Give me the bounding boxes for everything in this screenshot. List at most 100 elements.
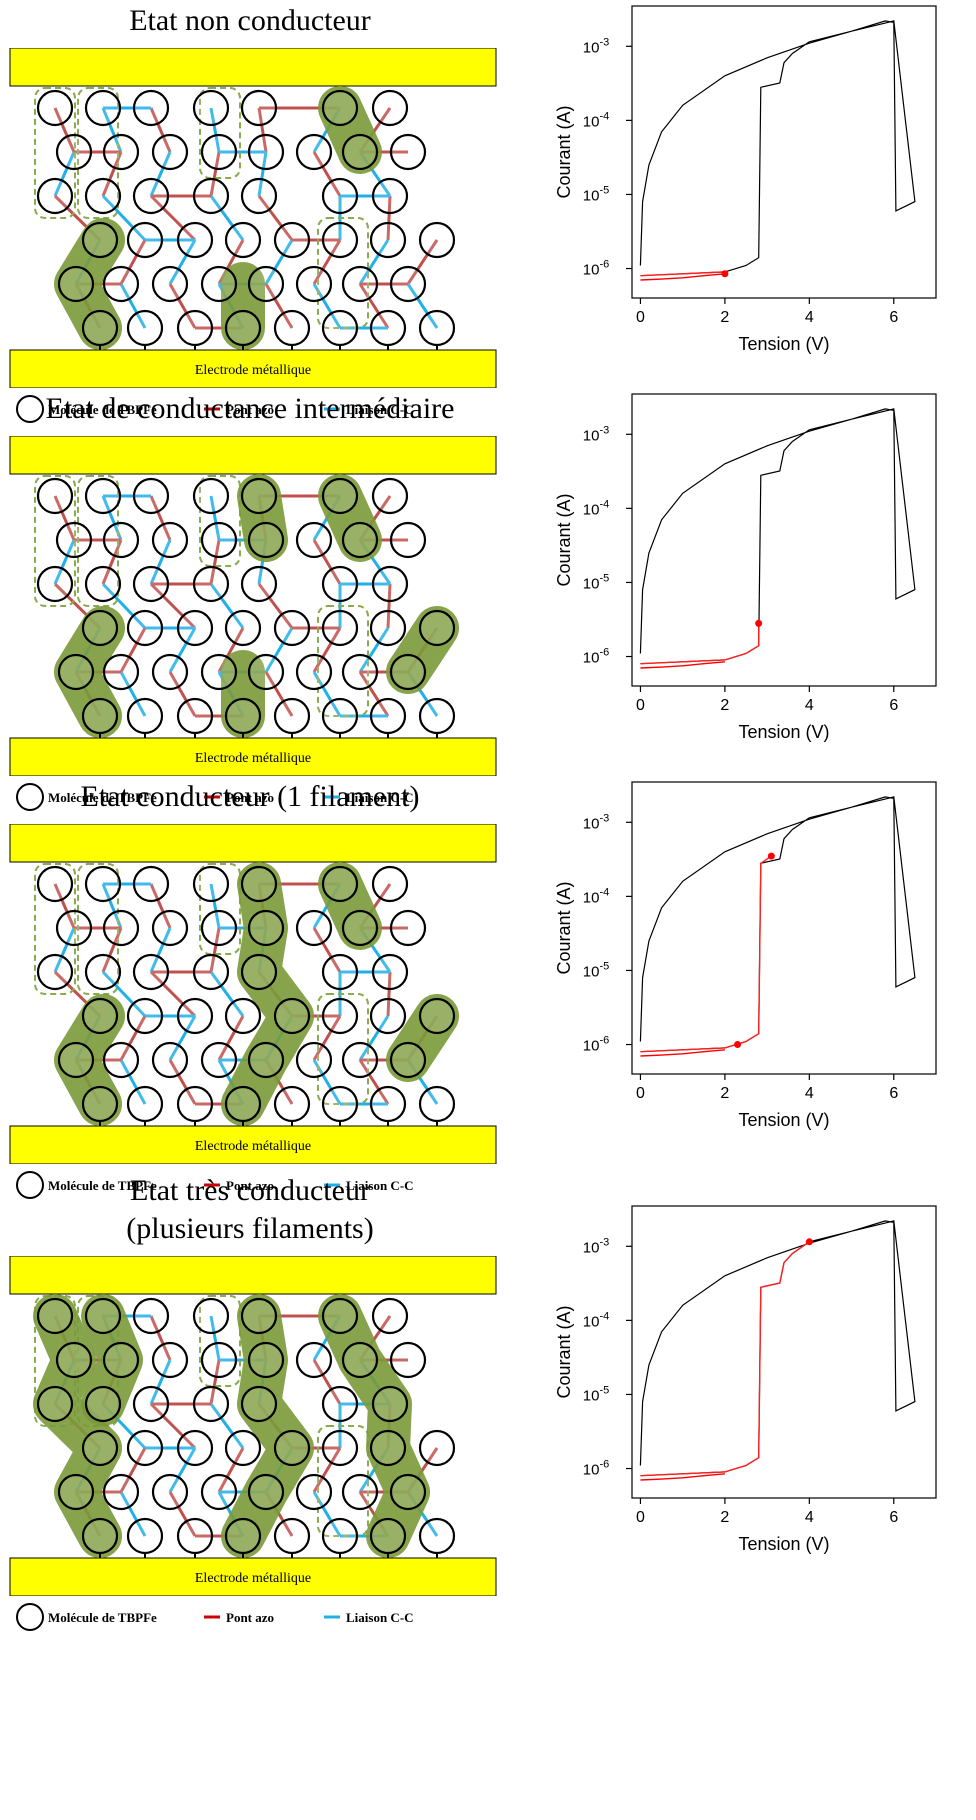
cc-bond — [119, 671, 147, 717]
cc-bond — [53, 539, 76, 585]
cc-bond — [119, 1059, 147, 1105]
azo-bridge — [168, 1491, 197, 1537]
molecules — [36, 477, 456, 735]
molecule-tbpfe — [321, 477, 359, 515]
molecule-tbpfe — [200, 1341, 238, 1379]
y-axis-label: Courant (A) — [554, 1305, 574, 1398]
azo-bridge — [53, 107, 76, 153]
molecule-tbpfe — [55, 909, 93, 947]
azo-bridge — [149, 970, 197, 1018]
filament — [386, 994, 459, 1082]
molecule-tbpfe — [295, 653, 333, 691]
molecule-tbpfe — [321, 1385, 359, 1423]
azo-bridge — [119, 1015, 147, 1061]
molecule-tbpfe — [176, 697, 214, 735]
cc-bond — [119, 1491, 147, 1537]
cc-bond — [168, 1015, 197, 1061]
cc-bond — [168, 1447, 197, 1493]
molecule-tbpfe — [151, 133, 189, 171]
molecule-tbpfe — [176, 309, 214, 347]
azo-bridge — [217, 1015, 245, 1061]
x-tick-label: 2 — [720, 1085, 729, 1102]
molecule-tbpfe — [389, 653, 427, 691]
azo-bridge — [312, 1015, 342, 1061]
domain-outline — [34, 87, 76, 219]
molecule-tbpfe — [36, 1297, 74, 1335]
domain-outline — [317, 605, 369, 717]
molecule-tbpfe — [192, 1297, 230, 1335]
filament — [318, 474, 382, 562]
molecule-tbpfe — [81, 997, 119, 1035]
azo-bridge — [101, 151, 123, 197]
molecule-tbpfe — [81, 221, 119, 259]
azo-bridge — [406, 239, 439, 285]
azo-bridge — [209, 151, 221, 197]
molecule-tbpfe — [273, 1429, 311, 1467]
molecule-tbpfe — [389, 133, 427, 171]
molecule-tbpfe — [200, 1473, 238, 1511]
molecule-tbpfe — [102, 521, 140, 559]
molecule-tbpfe — [126, 221, 164, 259]
legend-azo-label: Pont azo — [226, 790, 274, 805]
molecule-tbpfe — [247, 133, 285, 171]
molecule-tbpfe — [224, 309, 262, 347]
molecule-tbpfe — [102, 1341, 140, 1379]
legend-azo-label: Pont azo — [226, 1178, 274, 1193]
azo-bridge — [386, 971, 392, 1017]
azo-bridge — [312, 1447, 342, 1493]
cc-bond — [168, 239, 197, 285]
molecule-tbpfe — [84, 477, 122, 515]
series-line — [639, 408, 916, 665]
y-tick-label: 10-5 — [583, 184, 609, 204]
domain-outline — [199, 1295, 241, 1387]
molecule-tbpfe — [418, 221, 456, 259]
panel-tres-conducteur: Etat très conducteur(plusieurs filaments… — [0, 1170, 976, 1631]
x-tick-label: 2 — [720, 1509, 729, 1526]
plot-frame — [631, 5, 937, 299]
panel-title: Etat de conductance intermédiaire — [45, 392, 455, 425]
molecule-tbpfe — [132, 1297, 170, 1335]
molecule-tbpfe — [321, 697, 359, 735]
legend-molecule-label: Molécule de TBPFe — [48, 790, 157, 805]
filaments — [54, 862, 459, 1126]
y-tick-label: 10-6 — [583, 1035, 609, 1055]
cc-bond — [149, 151, 172, 197]
molecule-tbpfe — [192, 865, 230, 903]
molecule-tbpfe — [81, 1429, 119, 1467]
molecule-tbpfe — [176, 1517, 214, 1555]
molecule-tbpfe — [341, 133, 379, 171]
molecule-tbpfe — [273, 221, 311, 259]
domain-outline — [317, 1425, 369, 1537]
molecule-tbpfe — [295, 1041, 333, 1079]
cc-bond — [358, 627, 390, 673]
y-tick-label: 10-4 — [583, 110, 609, 130]
legend-cc-label: Liaison C-C — [346, 1610, 414, 1625]
azo-bridge — [149, 495, 172, 541]
molecule-tbpfe — [36, 89, 74, 127]
legend-molecule-label: Molécule de TBPFe — [48, 1178, 157, 1193]
molecule-tbpfe — [192, 565, 230, 603]
top-electrode — [9, 48, 497, 87]
molecule-tbpfe — [200, 909, 238, 947]
molecule-tbpfe — [321, 177, 359, 215]
panel-title: (plusieurs filaments) — [126, 1212, 374, 1245]
legend-cc-label: Liaison C-C — [346, 402, 414, 417]
molecule-tbpfe — [84, 1385, 122, 1423]
x-tick-label: 4 — [805, 1509, 814, 1526]
molecule-tbpfe — [84, 565, 122, 603]
series-line — [639, 20, 916, 277]
x-tick-label: 6 — [889, 1509, 898, 1526]
cc-bond — [168, 627, 197, 673]
y-tick-label: 10-3 — [583, 812, 609, 832]
azo-bridge — [264, 283, 294, 329]
y-axis-label: Courant (A) — [554, 105, 574, 198]
plot-frame — [631, 393, 937, 687]
y-tick-label: 10-5 — [583, 960, 609, 980]
panel-conducteur: Etat conducteur (1 filament)Electrode mé… — [0, 776, 976, 1199]
molecule-tbpfe — [321, 1297, 359, 1335]
molecule-tbpfe — [295, 521, 333, 559]
molecule-tbpfe — [247, 521, 285, 559]
